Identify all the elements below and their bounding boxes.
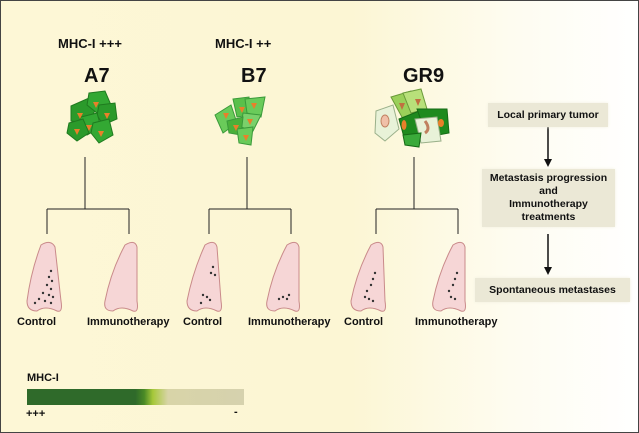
lung-gr9-immunotherapy	[432, 241, 466, 312]
cell-line-gr9: GR9	[403, 65, 445, 87]
arrow-head-1	[544, 159, 552, 167]
mhc-label-b7: MHC-I ++	[215, 36, 272, 51]
cell-line-a7: A7	[84, 65, 110, 87]
mhc-label-a7: MHC-I +++	[58, 36, 122, 51]
legend-low-label: -	[234, 406, 238, 418]
arrow-head-2	[544, 267, 552, 275]
legend-title: MHC-I	[27, 372, 59, 384]
tumor-cluster-b7	[214, 96, 266, 146]
lung-b7-control	[186, 241, 222, 312]
tumor-cluster-gr9	[374, 88, 450, 148]
cell-line-b7: B7	[241, 65, 267, 87]
flow-step-spontaneous-metastases: Spontaneous metastases	[475, 278, 630, 302]
label-a7-immunotherapy: Immunotherapy	[87, 316, 170, 328]
lung-a7-immunotherapy	[104, 241, 138, 312]
tumor-cluster-a7	[66, 90, 118, 144]
lung-b7-immunotherapy	[266, 241, 300, 312]
flow-step-metastasis-progression: Metastasis progression and Immunotherapy…	[482, 169, 615, 227]
label-a7-control: Control	[17, 316, 57, 328]
flow-step-local-primary-tumor: Local primary tumor	[488, 103, 608, 127]
lung-gr9-control	[350, 241, 386, 312]
label-gr9-immunotherapy: Immunotherapy	[415, 316, 498, 328]
label-gr9-control: Control	[344, 316, 384, 328]
lung-a7-control	[26, 241, 62, 312]
label-b7-control: Control	[183, 316, 223, 328]
branch-lines	[46, 157, 459, 234]
mhc-gradient-bar	[27, 389, 244, 405]
label-b7-immunotherapy: Immunotherapy	[248, 316, 331, 328]
legend-high-label: +++	[26, 408, 46, 420]
